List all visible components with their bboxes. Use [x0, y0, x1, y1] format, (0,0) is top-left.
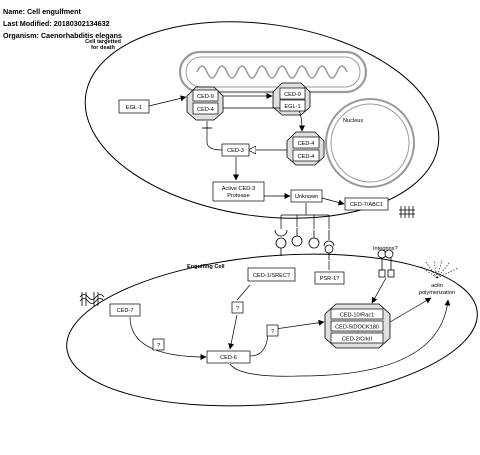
node-psr1-label: PSR-1? — [320, 276, 340, 282]
membrane-channel-left — [79, 292, 105, 306]
edge-ced6-to-complex — [249, 319, 325, 357]
targeted-cell-label-line1: Cell targetted — [85, 39, 121, 45]
edge-egl1-to-complex — [148, 95, 187, 107]
node-ced4-a[interactable]: CED-4 — [192, 102, 219, 115]
edge-unknown-to-receptors — [280, 203, 330, 229]
node-ced4-a-label: CED-4 — [197, 107, 214, 113]
node-ced7-label: CED-7 — [117, 308, 134, 314]
node-ced5-dock180-label: CED-5/DOCK180 — [335, 325, 379, 331]
node-ced9-a-label: CED-9 — [197, 94, 214, 100]
node-q2-label: ? — [157, 343, 160, 349]
nucleus-label: Nucleus — [343, 118, 363, 124]
node-ced4-b1[interactable]: CED-4 — [292, 136, 320, 149]
actin-label-line2: polymerization — [419, 290, 455, 296]
node-ced7-abc1[interactable]: CED-7/ABC1 — [344, 197, 389, 211]
node-ced4-b2[interactable]: CED-4 — [292, 149, 320, 162]
receptor-4 — [323, 230, 335, 260]
last-modified: Last Modified: 20180302134632 — [3, 19, 110, 28]
engulfing-cell-membrane — [66, 253, 478, 407]
node-q2[interactable]: ? — [152, 338, 165, 351]
node-ced5-dock180[interactable]: CED-5/DOCK180 — [330, 320, 384, 332]
node-q3-label: ? — [271, 329, 274, 335]
node-q3[interactable]: ? — [266, 324, 279, 337]
mitochondrion — [178, 50, 368, 94]
node-active-ced3-label-line1: Active CED-3 — [222, 186, 256, 192]
node-ced6[interactable]: CED-6 — [206, 350, 251, 364]
integrins-label: Integrins? — [373, 246, 398, 252]
node-ced2-crkii[interactable]: CED-2/CrkII — [330, 332, 384, 344]
targeted-cell-label-line2: for death — [91, 45, 116, 51]
node-ced1-srec[interactable]: CED-1/SREC? — [247, 267, 296, 282]
nucleus — [325, 98, 415, 188]
receptor-2 — [291, 228, 303, 247]
node-ced3-label: CED-3 — [227, 148, 244, 154]
actin-label-line1: actin — [431, 283, 443, 289]
edge-inhibit-ced3 — [206, 121, 223, 151]
node-egl1-b-label: EGL-1 — [284, 104, 300, 110]
node-unknown[interactable]: Unknown — [290, 189, 323, 203]
node-psr1[interactable]: PSR-1? — [314, 271, 345, 285]
receptor-3 — [308, 230, 320, 249]
organism: Organism: Caenorhabditis elegans — [3, 31, 123, 40]
node-ced4-b1-label: CED-4 — [298, 141, 315, 147]
membrane-channel-right — [399, 206, 415, 218]
integrins-receptor — [377, 249, 395, 278]
node-ced9-a[interactable]: CED-9 — [192, 89, 219, 102]
edge-ced7-to-ced6 — [129, 316, 207, 360]
node-ced10-rac1-label: CED-10/Rac1 — [340, 313, 375, 319]
edge-integrins-to-complex — [371, 277, 387, 304]
node-q1[interactable]: ? — [231, 301, 244, 314]
node-egl1-a-label: EGL-1 — [126, 105, 142, 111]
node-egl1-a[interactable]: EGL-1 — [118, 99, 150, 114]
targeted-cell-membrane — [84, 21, 440, 219]
edge-ced6-to-actin — [229, 299, 451, 377]
engulfing-cell-label: Engulfing Cell — [187, 264, 225, 270]
node-ced7-abc1-label: CED-7/ABC1 — [350, 202, 383, 208]
node-ced3[interactable]: CED-3 — [221, 143, 250, 157]
pathway-name: Name: Cell engulfment — [3, 7, 81, 16]
receptor-1 — [274, 229, 288, 256]
node-ced1-srec-label: CED-1/SREC? — [253, 273, 290, 279]
edge-unknown-to-ced7abc1 — [321, 197, 345, 206]
node-ced10-rac1[interactable]: CED-10/Rac1 — [330, 308, 384, 320]
node-unknown-label: Unknown — [295, 194, 318, 200]
node-ced7[interactable]: CED-7 — [109, 303, 141, 317]
node-egl1-b[interactable]: EGL-1 — [279, 99, 306, 112]
node-ced6-label: CED-6 — [220, 355, 237, 361]
node-active-ced3-label-line2: Protease — [227, 193, 249, 199]
node-active-ced3[interactable]: Active CED-3 Protease — [212, 181, 265, 202]
edge-complex-to-actin — [389, 297, 432, 323]
node-ced4-b2-label: CED-4 — [298, 154, 315, 160]
edge-q1-to-ced6 — [228, 314, 238, 350]
node-ced9-b-label: CED-9 — [284, 92, 301, 98]
edge-ced1-to-q — [236, 284, 251, 301]
node-ced2-crkii-label: CED-2/CrkII — [342, 337, 373, 343]
pathway-header: Name: Cell engulfment Last Modified: 201… — [3, 6, 122, 42]
actin-burst — [419, 259, 459, 279]
node-q1-label: ? — [236, 306, 239, 312]
node-ced9-b[interactable]: CED-9 — [279, 87, 306, 100]
